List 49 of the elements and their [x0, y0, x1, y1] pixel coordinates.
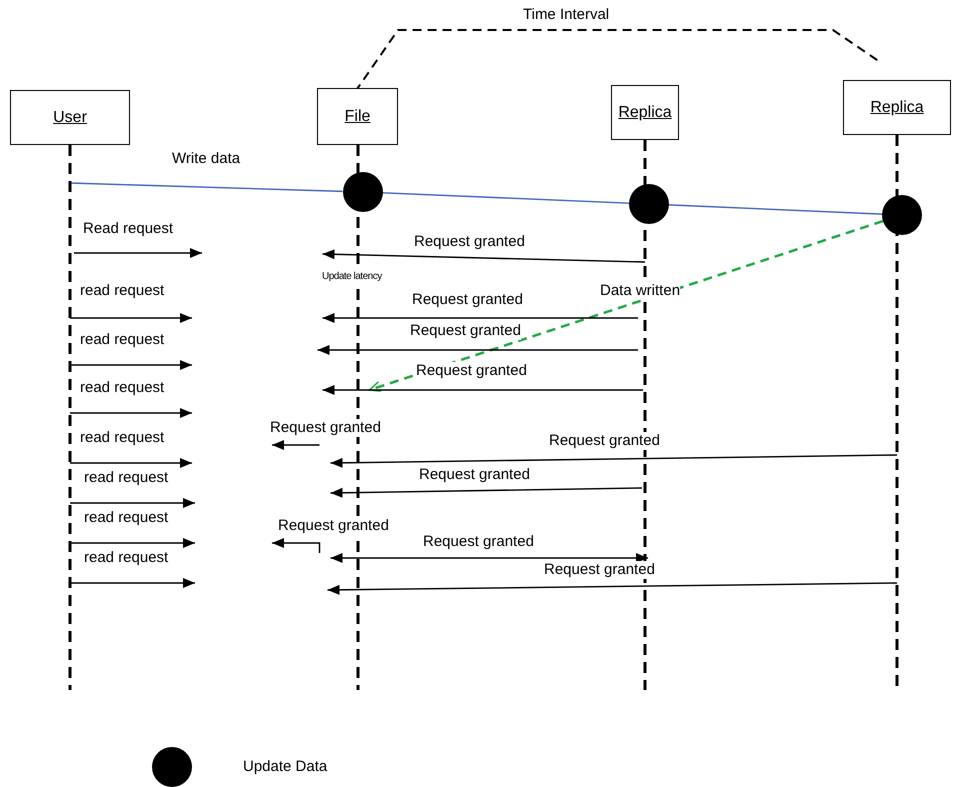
edge-label: read request	[80, 429, 164, 447]
arrow	[70, 360, 192, 370]
arrow	[70, 538, 195, 548]
legend-text: Update Data	[243, 758, 328, 776]
arrow	[322, 249, 646, 263]
edge-label: read request	[80, 331, 164, 349]
edge-label: Read request	[83, 220, 174, 238]
update-dot	[342, 172, 382, 212]
edge-label: read request	[80, 379, 164, 397]
annotation-text: Update latency	[322, 271, 382, 283]
edge-label: Request granted	[416, 362, 527, 380]
edge-label: read request	[84, 469, 168, 487]
line	[382, 192, 630, 204]
edge-label: Data written	[600, 282, 680, 300]
participant-box: User	[10, 90, 130, 145]
arrow	[322, 385, 643, 395]
edge-label: Request granted	[414, 233, 525, 251]
arrow	[272, 538, 320, 553]
arrow	[70, 408, 192, 418]
edge-label: read request	[84, 509, 168, 527]
arrow	[330, 553, 648, 563]
edge-label: Request granted	[423, 533, 534, 551]
participant-box: File	[317, 88, 398, 145]
arrow	[330, 487, 642, 498]
arrow	[70, 578, 195, 588]
arrow	[322, 313, 638, 323]
arrow	[272, 440, 320, 450]
edge-label: Request granted	[419, 466, 530, 484]
participant-box: Replica	[611, 85, 679, 140]
edge-label: Request granted	[410, 322, 521, 340]
edge-label: Request granted	[549, 432, 660, 450]
update-dot	[629, 184, 669, 224]
edge-label: read request	[80, 282, 164, 300]
arrow	[318, 345, 638, 355]
edge-label: read request	[84, 549, 168, 567]
arrow	[328, 582, 897, 595]
arrow	[70, 498, 195, 508]
update-dot	[882, 195, 922, 235]
line	[668, 204, 882, 215]
edge-label: Request granted	[278, 517, 389, 535]
edge-label: Request granted	[270, 419, 381, 437]
participant-box: Replica	[843, 80, 951, 135]
arrow	[330, 454, 897, 468]
edge-label: Request granted	[544, 561, 655, 579]
edge-label: Request granted	[412, 291, 523, 309]
line	[70, 182, 343, 192]
arrow	[74, 248, 202, 258]
arrow	[70, 313, 192, 323]
arrow	[70, 458, 192, 468]
